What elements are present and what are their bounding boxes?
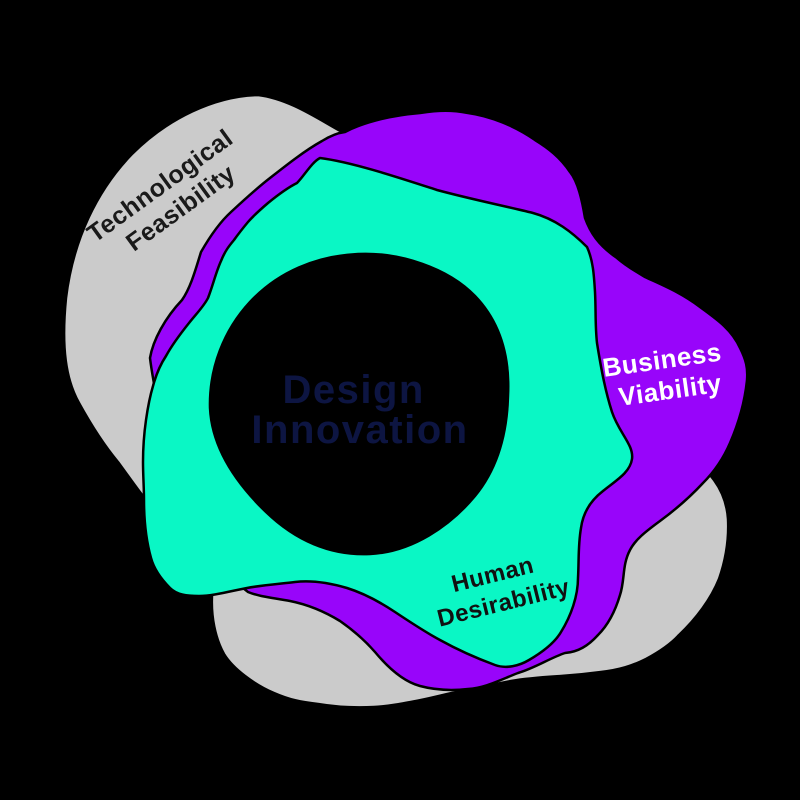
business-viability-label: Business Viability <box>601 335 736 413</box>
center-title-line2: Innovation <box>251 408 468 452</box>
center-title-line1: Design <box>283 368 425 412</box>
center-hole <box>208 252 510 556</box>
center-title: Design Innovation <box>251 368 468 452</box>
